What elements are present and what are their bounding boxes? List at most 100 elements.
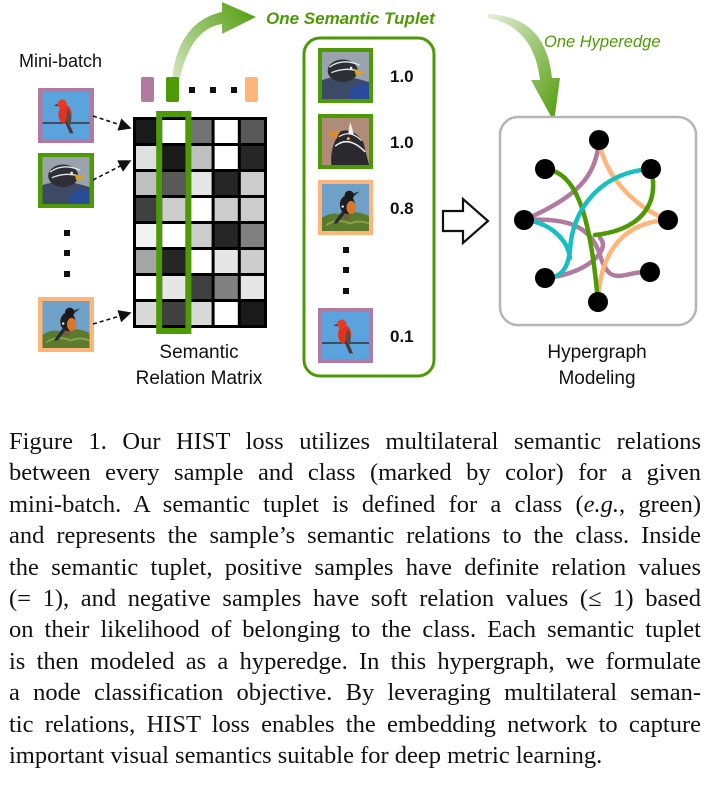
matrix-cell <box>136 198 160 221</box>
caption-line: (= 1), and negative samples have soft re… <box>9 585 701 613</box>
node-left <box>514 210 534 230</box>
matrix-cell <box>162 172 186 195</box>
minibatch-sample-orange <box>38 297 94 352</box>
tuplet-relation-value: 1.0 <box>390 67 414 86</box>
minibatch-label: Mini-batch <box>19 51 102 71</box>
class-marker-orange <box>245 77 258 102</box>
tuplet-curved-arrow <box>171 2 256 100</box>
matrix-cell <box>136 120 160 143</box>
matrix-cell <box>162 302 186 325</box>
tuplet-item: 0.8 <box>318 180 414 235</box>
semantic-tuplet-list: 1.0 1.0 0.8 0.1 <box>318 48 414 363</box>
node-top <box>589 130 609 150</box>
matrix-cell <box>188 276 212 299</box>
matrix-cell <box>240 120 264 143</box>
tuplet-item: 0.1 <box>318 308 414 363</box>
hollow-right-arrow <box>441 196 490 246</box>
bird-thumbnail <box>322 184 369 231</box>
bird-thumbnail <box>322 312 369 359</box>
hyperedge-purple-a <box>521 137 602 223</box>
hyperedge-green-b <box>592 166 656 238</box>
caption-line: a node classification objective. By leve… <box>9 679 701 707</box>
matrix-cell <box>162 146 186 169</box>
matrix-cell <box>214 172 238 195</box>
semantic-relation-matrix <box>133 111 267 334</box>
matrix-cell <box>240 302 264 325</box>
matrix-cell <box>188 120 212 143</box>
caption-line: and represents the sample’s semantic rel… <box>9 522 701 550</box>
hyperedge-orange-b <box>595 217 671 305</box>
caption-italic: e.g. <box>583 490 620 518</box>
matrix-cell <box>188 146 212 169</box>
caption-line: important visual semantics suitable for … <box>9 742 603 770</box>
node-upper-left <box>535 159 555 179</box>
matrix-cell <box>214 224 238 247</box>
matrix-cell <box>188 172 212 195</box>
dashed-arrow-sample3 <box>92 310 132 325</box>
matrix-cell <box>240 276 264 299</box>
matrix-cell <box>188 302 212 325</box>
tuplet-item: 1.0 <box>318 48 414 103</box>
class-marker-purple <box>141 77 154 102</box>
matrix-cell <box>162 276 186 299</box>
caption-line: tic relations, HIST loss enables the emb… <box>9 710 701 738</box>
matrix-cell <box>214 120 238 143</box>
tuplet-relation-value: 1.0 <box>390 133 414 152</box>
semantic-tuplet-box <box>302 36 436 378</box>
figure-caption: Figure 1. Our HIST loss utilizes multila… <box>9 426 701 771</box>
matrix-cell <box>214 198 238 221</box>
matrix-cell <box>214 250 238 273</box>
hypergraph-label-line2: Modeling <box>558 368 635 389</box>
highlighted-class-column <box>156 111 192 334</box>
matrix-cell <box>214 276 238 299</box>
node-lower-left <box>535 268 555 288</box>
matrix-label-line1: Semantic <box>159 342 238 363</box>
bird-thumbnail <box>322 118 369 165</box>
dashed-arrow-sample1 <box>92 115 132 131</box>
minibatch-ellipsis <box>64 230 70 277</box>
class-marker-ellipsis <box>189 87 237 93</box>
caption-line: mini-batch. A semantic tuplet is defined… <box>9 490 701 518</box>
node-right <box>658 210 678 230</box>
hyperedge-title: One Hyperedge <box>544 33 661 51</box>
caption-line: the semantic tuplet, positive samples ha… <box>9 553 701 581</box>
matrix-cell <box>240 146 264 169</box>
matrix-cell <box>188 198 212 221</box>
matrix-cell <box>162 224 186 247</box>
matrix-cell <box>162 198 186 221</box>
matrix-cell <box>162 250 186 273</box>
hist-figure: Mini-batch Semantic Relation Matrix One … <box>19 2 698 389</box>
hyperedge-curved-arrow <box>488 14 560 122</box>
tuplet-title: One Semantic Tuplet <box>266 9 436 28</box>
matrix-cell <box>240 224 264 247</box>
tuplet-relation-value: 0.1 <box>390 327 414 346</box>
matrix-cell <box>136 302 160 325</box>
matrix-cell <box>188 224 212 247</box>
node-bottom <box>588 292 608 312</box>
matrix-cell <box>136 146 160 169</box>
matrix-cell <box>240 198 264 221</box>
caption-line: between every sample and class (marked b… <box>9 459 701 487</box>
hypergraph-nodes <box>514 130 678 312</box>
tuplet-ellipsis <box>343 247 349 294</box>
bird-thumbnail <box>322 52 369 99</box>
tuplet-item: 1.0 <box>318 114 414 169</box>
matrix-cell <box>240 250 264 273</box>
minibatch-sample-purple <box>38 88 94 143</box>
matrix-cell <box>136 250 160 273</box>
hypergraph <box>521 137 671 305</box>
hyperedge-green-a <box>542 166 601 305</box>
matrix-cell <box>162 120 186 143</box>
caption-line: on their likelihood of belonging to the … <box>9 616 701 644</box>
matrix-cell <box>136 172 160 195</box>
caption-line: Figure 1. Our HIST loss utilizes multila… <box>9 428 701 455</box>
node-upper-right <box>641 159 661 179</box>
matrix-cell <box>214 302 238 325</box>
matrix-cell <box>136 224 160 247</box>
matrix-cell <box>136 276 160 299</box>
matrix-cell <box>240 172 264 195</box>
minibatch-sample-green <box>38 153 94 208</box>
dashed-arrow-sample2 <box>92 160 132 181</box>
matrix-label-line2: Relation Matrix <box>136 368 263 389</box>
hyperedge-teal-a <box>542 166 654 281</box>
